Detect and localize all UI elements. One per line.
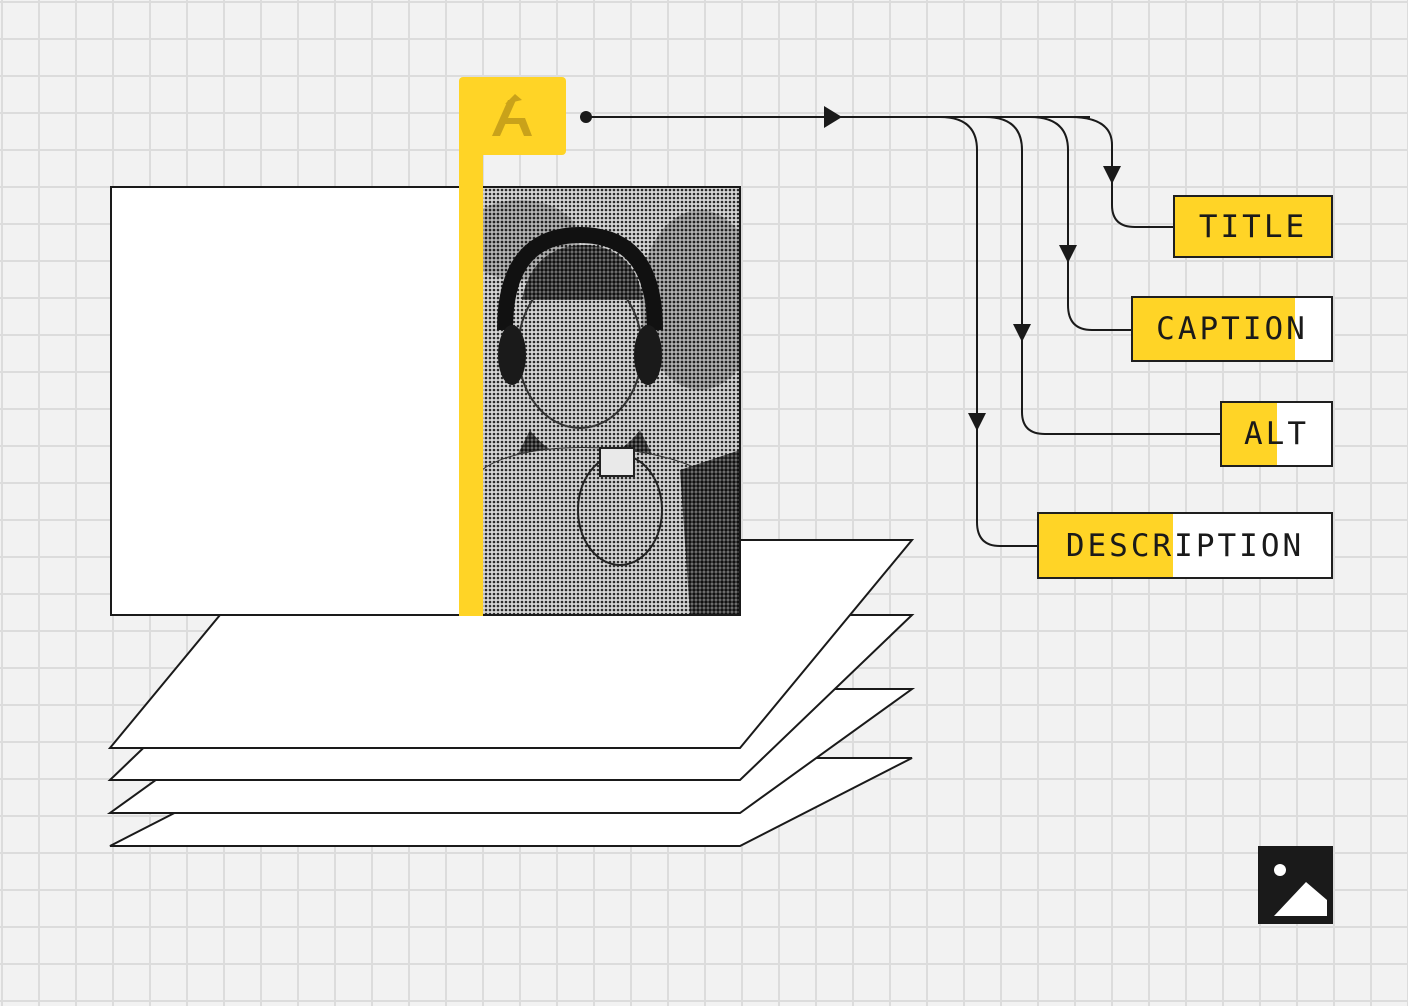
- branch-alt: [984, 116, 1222, 435]
- flag-pole: [459, 150, 483, 616]
- label-description: DESCRIPTION: [1037, 512, 1333, 579]
- plugin-badge: [459, 77, 566, 155]
- label-alt-text: ALT: [1244, 416, 1309, 452]
- branch-description: [939, 116, 1039, 547]
- label-caption-text: CAPTION: [1156, 311, 1308, 347]
- label-description-text: DESCRIPTION: [1065, 527, 1305, 564]
- arrowheads: [824, 106, 1121, 431]
- label-title-text: TITLE: [1198, 208, 1308, 245]
- arrowhead-alt: [1013, 324, 1031, 342]
- stylized-a-icon: [492, 94, 532, 136]
- arrowhead-trunk: [824, 106, 842, 128]
- label-alt: ALT: [1220, 401, 1333, 467]
- arrowhead-title: [1103, 166, 1121, 184]
- label-description-fill: [1039, 514, 1174, 577]
- label-caption: CAPTION: [1131, 296, 1333, 362]
- halftone-photo: [482, 187, 740, 615]
- image-icon: [1258, 846, 1333, 924]
- label-title: TITLE: [1173, 195, 1333, 258]
- branch-title: [1069, 116, 1175, 228]
- arrowhead-caption: [1059, 245, 1077, 263]
- label-alt-fill: [1222, 403, 1277, 465]
- arrowhead-description: [968, 413, 986, 431]
- branch-caption: [1029, 116, 1133, 331]
- label-title-fill: [1175, 197, 1331, 256]
- label-caption-fill: [1133, 298, 1296, 360]
